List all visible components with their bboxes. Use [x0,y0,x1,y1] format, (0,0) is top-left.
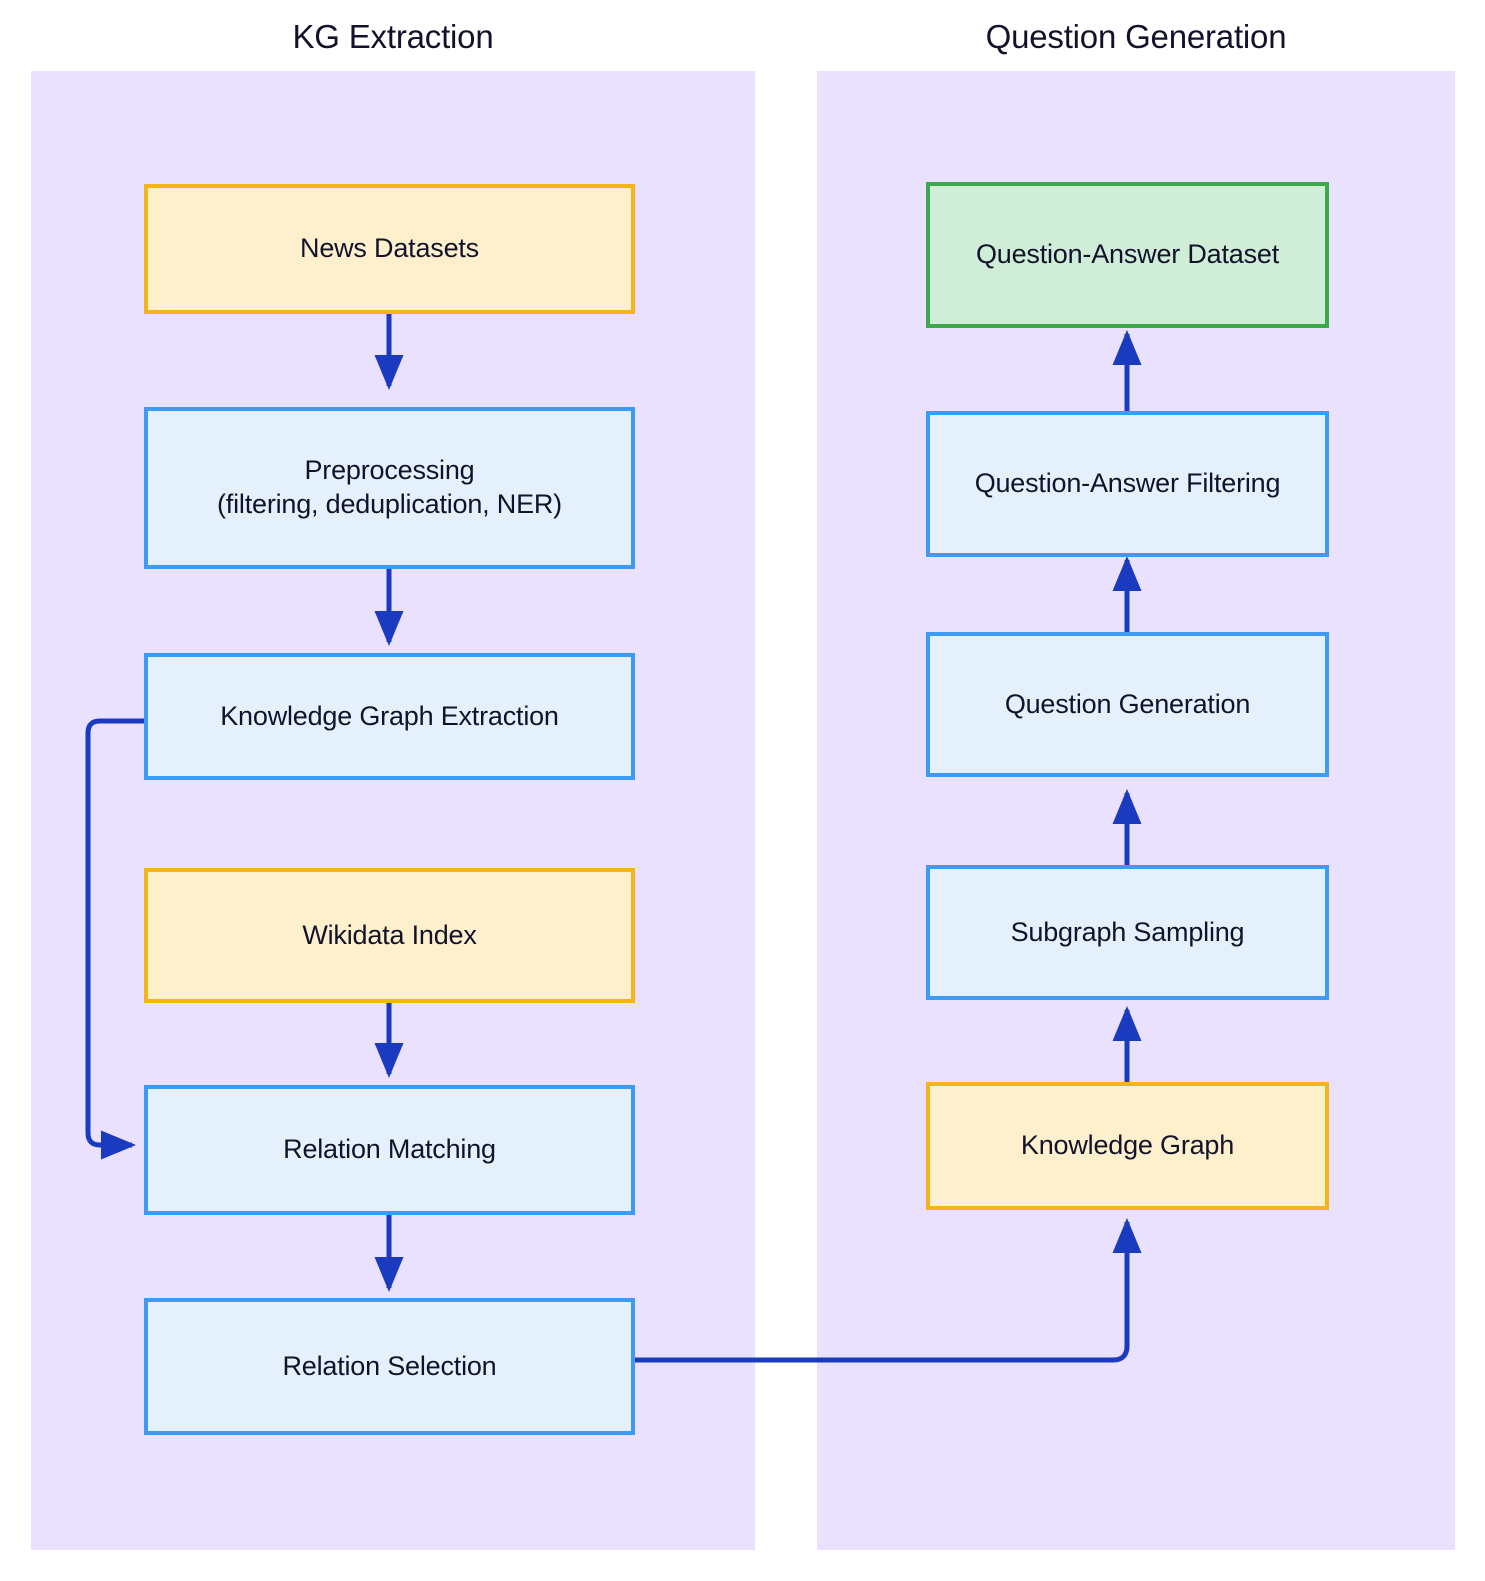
node-subgraph-sampling-label: Subgraph Sampling [1010,916,1245,947]
node-question-answer-filtering-label: Question-Answer Filtering [974,468,1281,499]
node-relation-matching[interactable]: Relation Matching [144,1085,635,1215]
node-question-answer-dataset-label: Question-Answer Dataset [975,239,1280,270]
node-question-answer-dataset[interactable]: Question-Answer Dataset [926,182,1329,328]
node-knowledge-graph[interactable]: Knowledge Graph [926,1082,1329,1210]
node-question-generation-label: Question Generation [1004,688,1251,719]
node-knowledge-graph-label: Knowledge Graph [1020,1130,1235,1161]
node-preprocessing-label: Preprocessing (filtering, deduplication,… [217,455,562,519]
node-relation-selection-label: Relation Selection [282,1350,497,1381]
node-news-datasets[interactable]: News Datasets [144,184,635,314]
node-wikidata-index-label: Wikidata Index [302,919,477,950]
node-knowledge-graph-extraction[interactable]: Knowledge Graph Extraction [144,653,635,780]
node-knowledge-graph-extraction-label: Knowledge Graph Extraction [220,700,559,731]
panel-title-question-generation: Question Generation [985,18,1287,55]
node-relation-selection[interactable]: Relation Selection [144,1298,635,1435]
node-question-generation[interactable]: Question Generation [926,632,1329,777]
node-question-answer-filtering[interactable]: Question-Answer Filtering [926,411,1329,557]
node-preprocessing[interactable]: Preprocessing (filtering, deduplication,… [144,407,635,569]
panel-title-kg-extraction: KG Extraction [292,18,494,55]
node-news-datasets-label: News Datasets [300,233,479,264]
node-subgraph-sampling[interactable]: Subgraph Sampling [926,865,1329,1000]
node-relation-matching-label: Relation Matching [283,1134,496,1165]
node-wikidata-index[interactable]: Wikidata Index [144,868,635,1003]
